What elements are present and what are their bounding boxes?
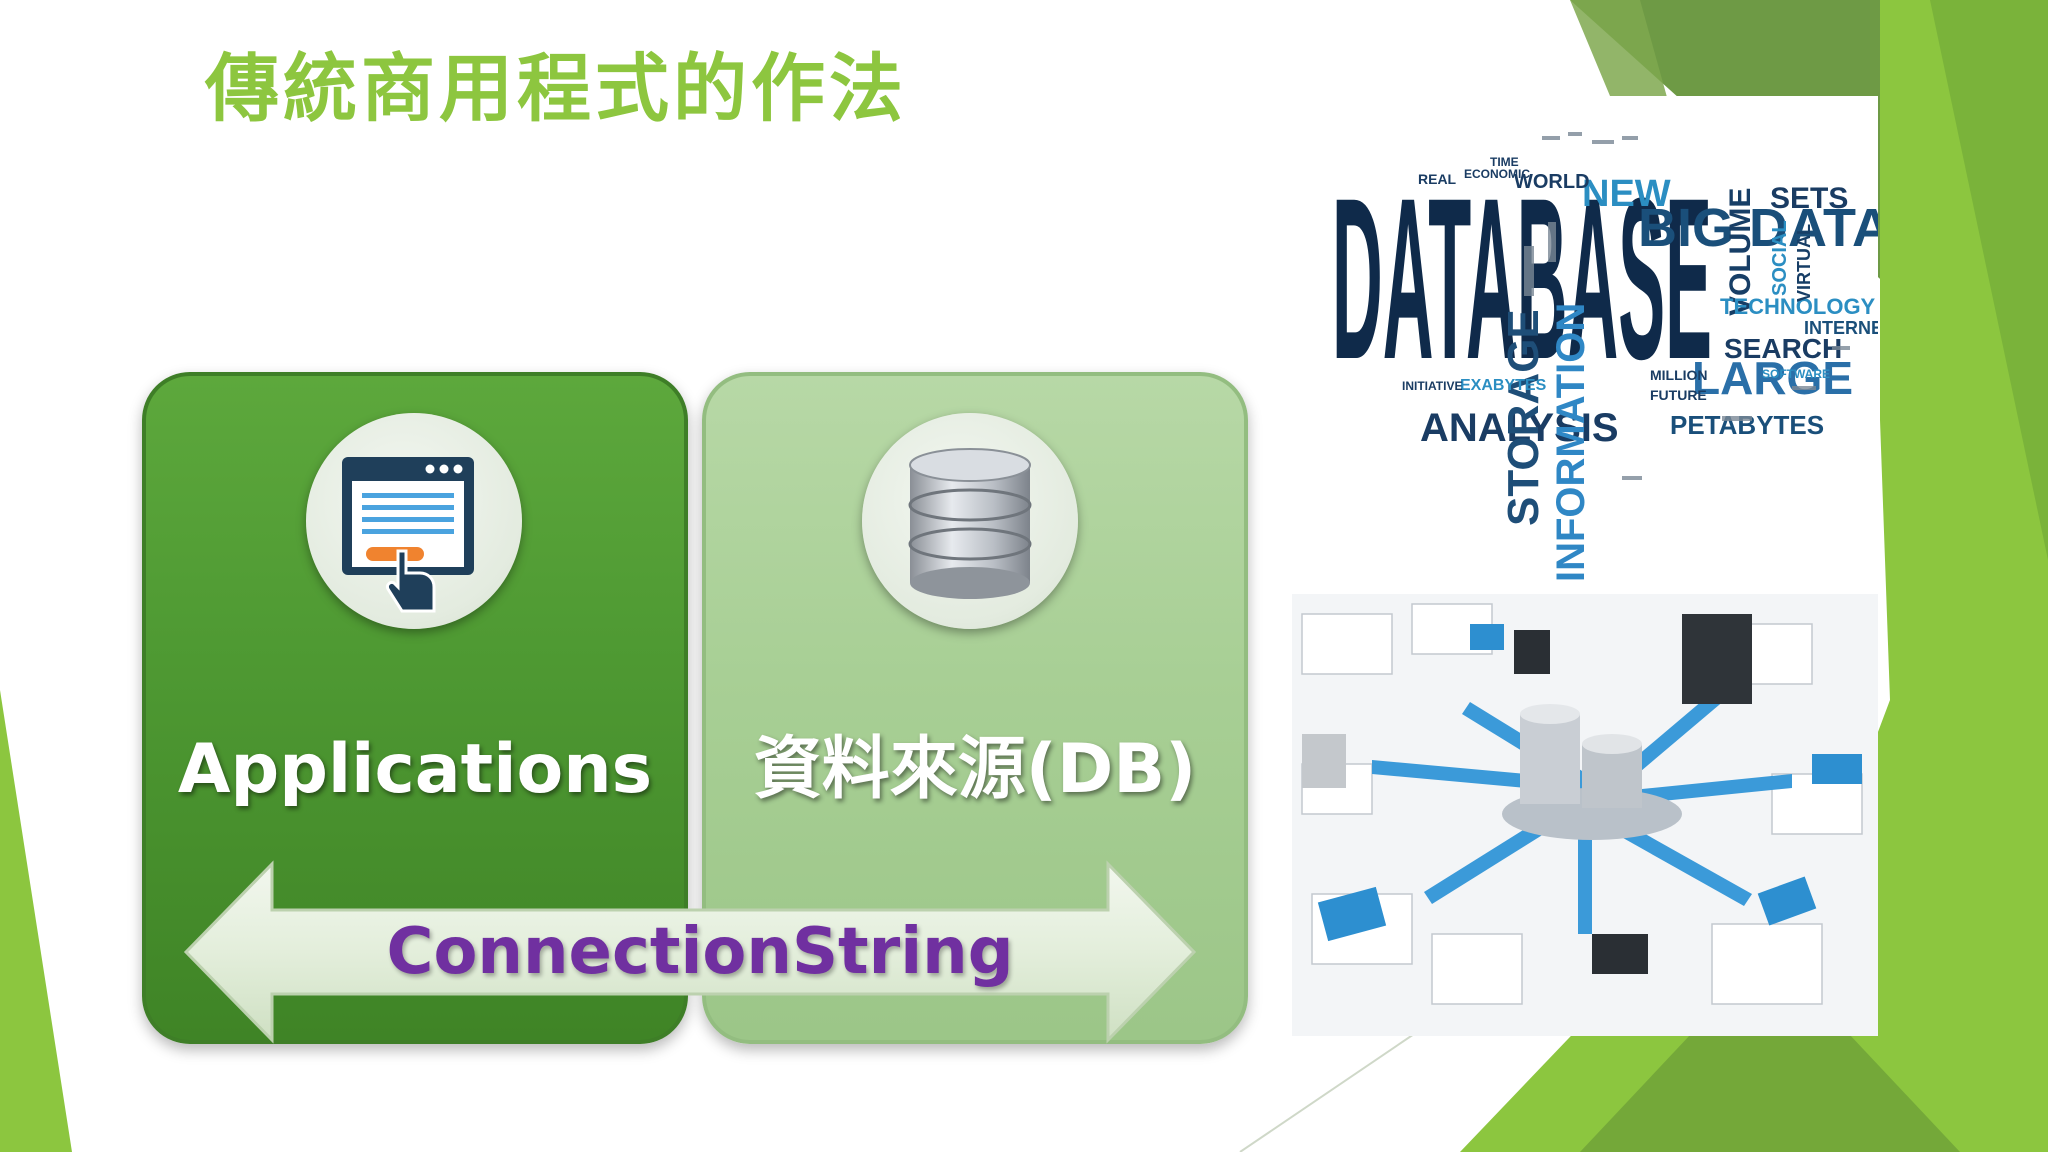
applications-label: Applications [177, 730, 653, 809]
bg-line [1239, 1029, 1421, 1152]
data-source-icon-circle [862, 413, 1078, 629]
database-word-cloud-image: DATABASE BIG DATA NEW ANALYSIS STORAGE I… [1292, 96, 1878, 596]
word-economic: ECONOMIC [1464, 167, 1530, 181]
word-database: DATABASE [1332, 150, 1712, 407]
word-initiative: INITIATIVE [1402, 379, 1462, 393]
word-large: LARGE [1692, 352, 1853, 404]
word-volume: VOLUME [1724, 188, 1757, 316]
word-million: MILLION [1650, 367, 1708, 383]
word-technology: TECHNOLOGY [1720, 294, 1876, 319]
word-time: TIME [1490, 155, 1519, 169]
word-virtual: VIRTUAL [1794, 224, 1814, 302]
word-big-data: BIG DATA [1638, 198, 1878, 258]
applications-icon-circle [306, 413, 522, 629]
word-storage: STORAGE [1499, 309, 1548, 526]
word-world: WORLD [1514, 171, 1590, 193]
app-window-touch-icon [342, 457, 474, 613]
bg-shape-left [0, 690, 72, 1152]
connection-string-label: ConnectionString [386, 915, 1014, 989]
word-internet: INTERNET [1804, 318, 1878, 338]
word-exabytes: EXABYTES [1460, 377, 1547, 394]
word-analysis: ANALYSIS [1420, 406, 1619, 450]
word-search: SEARCH [1724, 333, 1842, 364]
database-network-icon [1292, 594, 1878, 1036]
word-real: REAL [1418, 171, 1457, 187]
word-cloud-small-text [1524, 132, 1850, 480]
word-information: INFORMATION [1549, 303, 1593, 582]
word-petabytes: PETABYTES [1670, 410, 1824, 440]
word-new: NEW [1582, 173, 1671, 215]
word-software: SOFTWARE [1762, 367, 1830, 381]
database-illustration: DATABASE BIG DATA NEW ANALYSIS STORAGE I… [1292, 96, 1878, 1036]
word-future: FUTURE [1650, 387, 1707, 403]
data-source-label: 資料來源(DB) [753, 730, 1197, 809]
slide-title: 傳統商用程式的作法 [205, 46, 907, 132]
double-headed-arrow-icon [183, 860, 1197, 1044]
word-social: SOCIAL [1769, 220, 1791, 296]
word-sets: SETS [1770, 182, 1848, 215]
bg-shape-bottom-right-dark [1580, 950, 1960, 1152]
database-cylinder-icon [908, 448, 1032, 599]
bg-shape-right-top [1930, 0, 2048, 560]
